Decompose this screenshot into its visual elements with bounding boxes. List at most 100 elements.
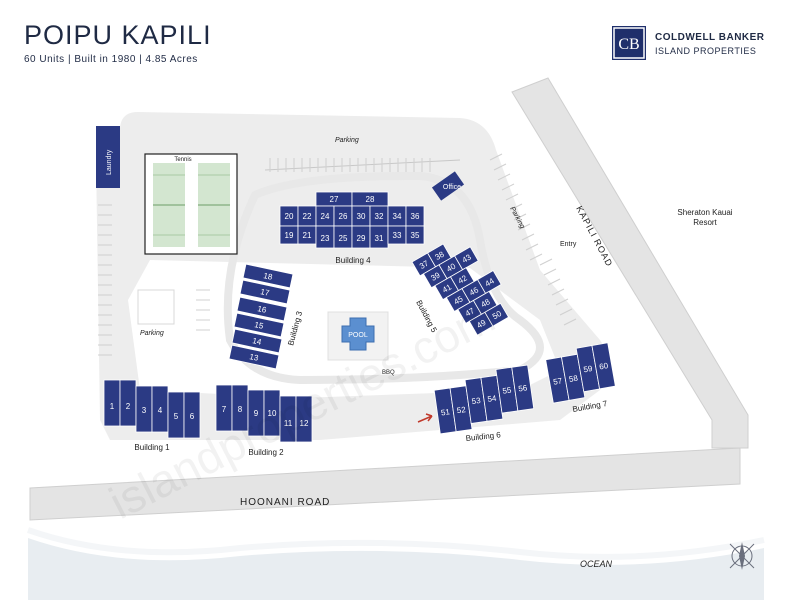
svg-text:22: 22 bbox=[303, 212, 312, 221]
svg-text:28: 28 bbox=[366, 195, 375, 204]
svg-text:21: 21 bbox=[303, 231, 312, 240]
svg-text:36: 36 bbox=[411, 212, 420, 221]
svg-text:11: 11 bbox=[284, 419, 293, 428]
svg-text:12: 12 bbox=[300, 419, 309, 428]
cb-monogram-icon: CB bbox=[612, 26, 646, 60]
svg-text:9: 9 bbox=[254, 409, 259, 418]
office-building bbox=[431, 171, 465, 201]
building-5: 37 38 39 40 43 41 42 45 46 44 47 48 49 5… bbox=[411, 243, 510, 336]
unit-14 bbox=[231, 328, 283, 354]
shoreline bbox=[27, 527, 765, 560]
unit-35 bbox=[405, 225, 425, 245]
svg-text:16: 16 bbox=[257, 304, 268, 315]
office-label: Office bbox=[443, 184, 461, 191]
svg-text:15: 15 bbox=[254, 320, 265, 331]
parking-label-left: Parking bbox=[140, 330, 164, 337]
building-6-label: Building 6 bbox=[465, 430, 501, 443]
page-title: POIPU KAPILI bbox=[24, 20, 212, 50]
ocean-area bbox=[28, 538, 764, 600]
svg-text:52: 52 bbox=[456, 405, 467, 415]
svg-text:57: 57 bbox=[553, 376, 564, 387]
unit-44 bbox=[477, 270, 502, 294]
building-2-label: Building 2 bbox=[248, 448, 284, 457]
svg-text:2: 2 bbox=[126, 402, 131, 411]
unit-15 bbox=[233, 312, 285, 338]
svg-text:4: 4 bbox=[158, 406, 163, 415]
unit-12 bbox=[295, 395, 313, 443]
resort-label-1: Sheraton Kauai bbox=[677, 208, 732, 217]
laundry-building bbox=[96, 126, 120, 188]
svg-text:25: 25 bbox=[339, 234, 348, 243]
compass-icon bbox=[729, 542, 755, 570]
bbq-label: BBQ bbox=[382, 370, 395, 376]
svg-text:27: 27 bbox=[330, 195, 339, 204]
svg-text:54: 54 bbox=[487, 394, 498, 404]
highlight-arrow bbox=[417, 413, 433, 423]
parking-top bbox=[264, 158, 461, 172]
svg-text:31: 31 bbox=[375, 234, 384, 243]
pool-area bbox=[327, 311, 389, 361]
building-1-label: Building 1 bbox=[134, 443, 170, 452]
building-3: 18 17 16 15 14 13 bbox=[228, 263, 294, 370]
unit-50 bbox=[484, 302, 510, 327]
svg-text:10: 10 bbox=[268, 409, 277, 418]
svg-text:58: 58 bbox=[568, 373, 579, 384]
unit-17 bbox=[239, 279, 291, 305]
building-4: 27 28 20 22 24 26 30 32 34 36 19 21 23 2… bbox=[279, 191, 425, 249]
building-7: 57 58 59 60 bbox=[545, 342, 616, 404]
building-4-label: Building 4 bbox=[335, 256, 371, 265]
svg-text:3: 3 bbox=[142, 406, 147, 415]
building-1: 1 2 3 4 5 6 bbox=[103, 379, 201, 439]
brand-subname: ISLAND PROPERTIES bbox=[655, 46, 757, 56]
svg-text:51: 51 bbox=[440, 407, 451, 417]
svg-text:29: 29 bbox=[357, 234, 366, 243]
ocean-label: OCEAN bbox=[580, 559, 613, 569]
svg-text:6: 6 bbox=[190, 412, 195, 421]
brand-name: COLDWELL BANKER bbox=[655, 32, 765, 43]
svg-text:CB: CB bbox=[618, 36, 639, 53]
svg-text:30: 30 bbox=[357, 212, 366, 221]
building-6: 51 52 53 54 55 56 bbox=[433, 364, 535, 435]
resort-label-2: Resort bbox=[693, 218, 717, 227]
parking-right bbox=[489, 153, 577, 326]
svg-text:23: 23 bbox=[321, 234, 330, 243]
svg-text:8: 8 bbox=[238, 405, 243, 414]
svg-text:33: 33 bbox=[393, 231, 402, 240]
svg-text:59: 59 bbox=[583, 364, 594, 375]
svg-text:60: 60 bbox=[599, 361, 610, 372]
building-2: 7 8 9 10 11 12 bbox=[215, 384, 313, 443]
svg-text:53: 53 bbox=[471, 396, 482, 406]
svg-text:32: 32 bbox=[375, 212, 384, 221]
svg-text:18: 18 bbox=[263, 271, 274, 282]
entry-label: Entry bbox=[560, 241, 577, 248]
kapili-road bbox=[511, 77, 749, 449]
unit-6 bbox=[183, 391, 201, 439]
svg-text:20: 20 bbox=[285, 212, 294, 221]
parking-island bbox=[137, 289, 175, 325]
tennis-label: Tennis bbox=[174, 157, 191, 163]
svg-text:35: 35 bbox=[411, 231, 420, 240]
svg-text:56: 56 bbox=[518, 383, 529, 393]
pool-label: POOL bbox=[348, 332, 368, 339]
unit-56 bbox=[511, 364, 535, 412]
svg-text:24: 24 bbox=[321, 212, 330, 221]
svg-text:1: 1 bbox=[110, 402, 115, 411]
walkway-loop bbox=[223, 171, 544, 385]
svg-text:7: 7 bbox=[222, 405, 227, 414]
unit-60 bbox=[591, 342, 616, 390]
page-subtitle: 60 Units | Built in 1980 | 4.85 Acres bbox=[24, 54, 198, 65]
unit-18 bbox=[242, 263, 294, 289]
svg-text:55: 55 bbox=[502, 386, 513, 396]
svg-text:5: 5 bbox=[174, 412, 179, 421]
hoonani-road bbox=[29, 447, 741, 521]
hoonani-road-label: HOONANI ROAD bbox=[240, 497, 330, 508]
laundry-label: Laundry bbox=[106, 149, 113, 175]
svg-text:19: 19 bbox=[285, 231, 294, 240]
parking-label-top: Parking bbox=[335, 137, 359, 144]
tennis-courts bbox=[144, 153, 238, 255]
unit-13 bbox=[228, 344, 280, 370]
unit-16 bbox=[236, 296, 288, 322]
svg-text:26: 26 bbox=[339, 212, 348, 221]
